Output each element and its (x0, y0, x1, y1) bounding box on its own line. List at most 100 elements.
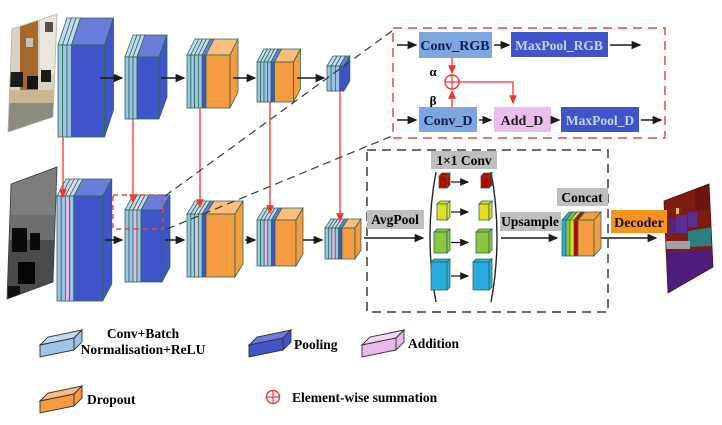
conv-layer (330, 65, 336, 92)
concat-label: Concat (561, 190, 603, 205)
pool-layer (270, 219, 276, 267)
pool-layer (71, 44, 105, 138)
conv1x1-label-box (431, 151, 497, 169)
conv-layer (324, 227, 329, 260)
conv-layer (190, 213, 196, 278)
legend-slab-front (39, 393, 75, 414)
rgb-monitor (41, 70, 51, 82)
conv-layer (128, 209, 134, 283)
avgpool-label: AvgPool (371, 212, 419, 227)
legend-label-sum: Element-wise summation (292, 390, 438, 405)
conv-d-label: Conv_D (423, 114, 472, 129)
conv-d-box (419, 107, 477, 132)
conv-layer (136, 209, 142, 283)
pyramid-level-side (446, 258, 451, 291)
conv-layer (66, 44, 72, 138)
fusion-module-box: Conv_RGB MaxPool_RGB α β Conv_D Add_D Ma… (392, 27, 666, 139)
conv-rgb-box (419, 32, 492, 58)
dropout-layer-side (295, 206, 304, 268)
conv-layer (132, 56, 138, 120)
seg-floor (664, 250, 713, 293)
conv-layer (194, 54, 199, 109)
add-d-box (494, 107, 551, 132)
seg-monitor (669, 220, 676, 233)
pyramid-level-side (446, 228, 451, 254)
decoder-stage: Decoder (611, 210, 667, 233)
conv-layer (124, 56, 130, 120)
addition-layer (331, 227, 336, 260)
arrow-sum-to-add (459, 81, 517, 105)
pool-layer (338, 227, 343, 260)
dropout-layer-side (354, 217, 362, 261)
conv-layer (197, 54, 203, 109)
rgb-desk (8, 90, 57, 104)
conv-layer (334, 227, 340, 260)
pool-layer-side (161, 194, 171, 283)
conv1x1-label: 1×1 Conv (436, 153, 492, 168)
decoder-box (611, 210, 667, 233)
conv-layer (62, 44, 68, 138)
maxpool-rgb-label: MaxPool_RGB (515, 38, 603, 53)
addition-layer (65, 195, 71, 302)
depth-encoder-blocks (56, 178, 362, 302)
c3-layer (573, 219, 579, 257)
addition-layer (194, 213, 199, 278)
conv-layer (267, 61, 272, 103)
pyramid-level (472, 261, 490, 291)
dropout-layer (205, 213, 236, 278)
seg-dark (695, 184, 713, 210)
conv-layer (260, 61, 265, 103)
c1-layer (565, 219, 571, 257)
pool-layer-side (158, 34, 168, 120)
decoder-label: Decoder (614, 216, 664, 231)
c2-layer (569, 219, 575, 257)
seg-dot (676, 208, 679, 214)
seg-gray-strip (666, 241, 690, 249)
zoom-link-top (164, 30, 393, 197)
upsample-label-box (500, 212, 561, 231)
alpha-label: α (429, 64, 437, 79)
pool-layer (201, 213, 207, 278)
legend-label-dropout: Dropout (87, 392, 136, 407)
fusion-zoom-rect (112, 194, 164, 230)
legend-label-addition: Addition (408, 336, 460, 351)
pool-layer (136, 56, 160, 120)
conv-layer (197, 213, 203, 278)
legend-slab-front (39, 337, 75, 358)
conv-layer (263, 61, 268, 103)
pyramid-bracket-right (490, 171, 498, 303)
conv-layer (190, 54, 196, 109)
dropout-layer (274, 61, 294, 103)
depth-monitor (30, 233, 40, 250)
concat-feature-block (561, 210, 602, 258)
pyramid-level-side (488, 258, 493, 291)
rgb-door-panel (26, 38, 33, 47)
c4-layer-side (593, 210, 602, 258)
flow-arrows (100, 73, 658, 245)
zoom-in-links (112, 30, 393, 230)
pyramid-levels (430, 172, 493, 291)
pyramid-level-side (446, 200, 451, 221)
segmentation-border (663, 183, 714, 294)
depth-map-content (7, 167, 57, 299)
pyramid-level (430, 261, 448, 291)
addition-layer (132, 209, 138, 283)
concat-label-box (557, 188, 608, 206)
legend-swatch-addition (360, 328, 406, 358)
element-wise-sum-icon (444, 74, 460, 90)
pyramid-level (478, 203, 490, 221)
legend-label-conv-line2: Normalisation+ReLU (81, 342, 206, 357)
pyramid-level (438, 175, 448, 189)
rgb-photo-content (8, 14, 57, 132)
legend-slab-front (248, 337, 284, 358)
pyramid-level (480, 175, 490, 189)
pool-layer (140, 209, 163, 283)
dropout-layer (205, 54, 231, 109)
conv-layer (57, 44, 63, 138)
dropout-layer-side (229, 38, 239, 109)
depth-map-border (6, 166, 58, 300)
legend-label-pool: Pooling (294, 337, 338, 352)
legend-slab-front (361, 337, 397, 358)
